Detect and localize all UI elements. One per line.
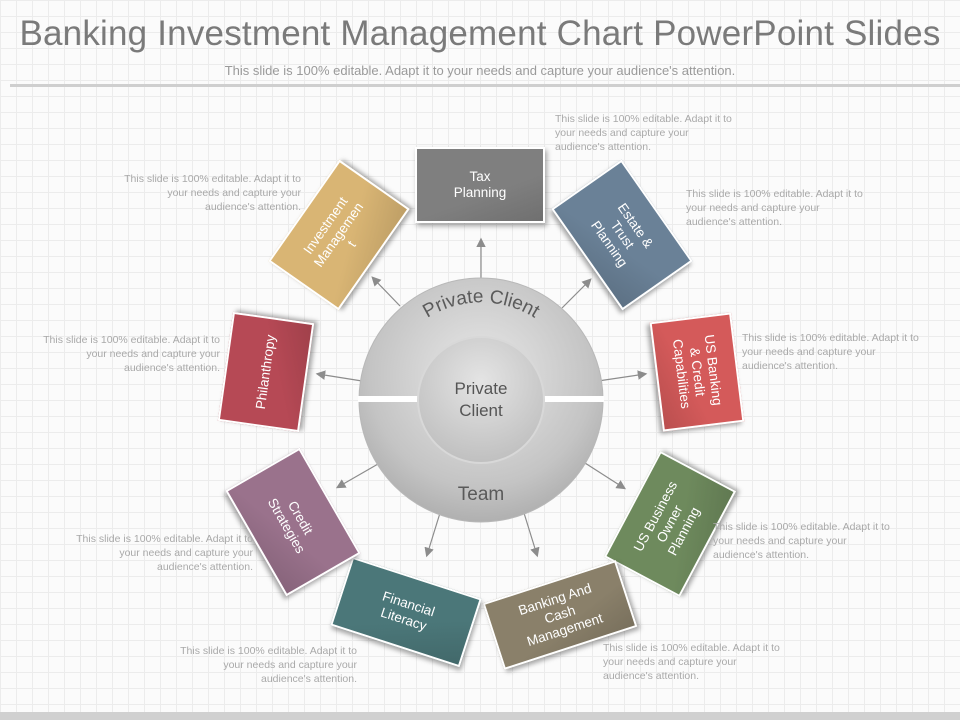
note-investment: This slide is 100% editable. Adapt it to… [124,173,301,213]
connector-arrows [315,237,648,558]
arrow-estate [561,278,592,309]
note-financial-literacy: This slide is 100% editable. Adapt it to… [180,645,357,685]
outer-bottom-label: Team [458,484,504,505]
note-banking-cash: This slide is 100% editable. Adapt it to… [603,642,780,682]
slide-title: Banking Investment Management Chart Powe… [19,14,941,53]
arrow-us-business [584,462,627,490]
note-credit-strategies: This slide is 100% editable. Adapt it to… [76,533,253,573]
arrow-investment [371,276,401,307]
header-divider [10,84,960,87]
box-philanthropy-label: Philanthropy [252,333,279,411]
arrow-banking-cash [523,512,540,558]
note-philanthropy: This slide is 100% editable. Adapt it to… [43,334,220,374]
box-philanthropy: Philanthropy [217,311,315,433]
footer-bar [0,712,960,720]
arrow-financial [424,512,441,558]
arrow-us-banking [597,370,648,382]
arrow-philanthropy [315,370,363,382]
slide-subtitle: This slide is 100% editable. Adapt it to… [224,63,736,78]
arrow-credit [335,463,379,489]
note-us-business: This slide is 100% editable. Adapt it to… [713,521,890,561]
note-estate-trust: This slide is 100% editable. Adapt it to… [686,188,863,228]
note-us-banking: This slide is 100% editable. Adapt it to… [742,332,919,372]
note-tax-planning: This slide is 100% editable. Adapt it to… [555,113,732,153]
